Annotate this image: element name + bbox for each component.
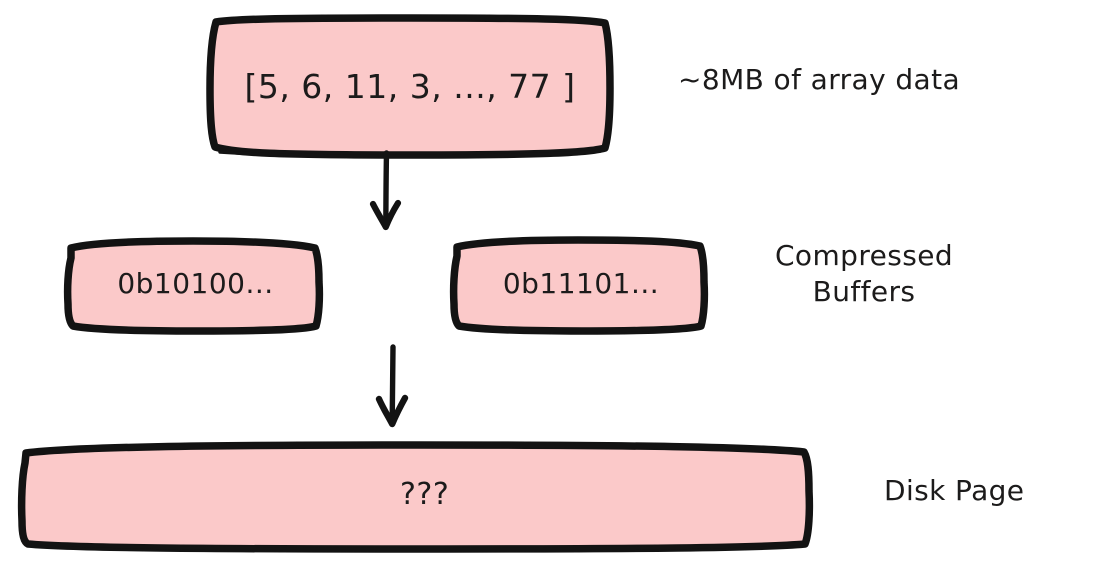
annotation-disk-page: Disk Page xyxy=(884,474,1025,507)
node-buffer-right-label: 0b11101... xyxy=(502,266,660,300)
node-disk-page[interactable]: ??? xyxy=(17,441,820,553)
node-buffer-left[interactable]: 0b10100... xyxy=(63,237,325,335)
node-array-label: [5, 6, 11, 3, ..., 77 ] xyxy=(244,67,576,106)
arrow-buffers-to-disk xyxy=(375,344,409,428)
node-buffer-right[interactable]: 0b11101... xyxy=(449,236,710,335)
node-buffer-left-label: 0b10100... xyxy=(117,266,274,300)
annotation-array-data: ~8MB of array data xyxy=(678,63,961,96)
node-array-data[interactable]: [5, 6, 11, 3, ..., 77 ] xyxy=(195,14,625,159)
annotation-compressed-buffers: Compressed Buffers xyxy=(774,239,954,308)
node-disk-page-label: ??? xyxy=(400,477,450,512)
arrow-array-to-buffers xyxy=(369,150,402,231)
